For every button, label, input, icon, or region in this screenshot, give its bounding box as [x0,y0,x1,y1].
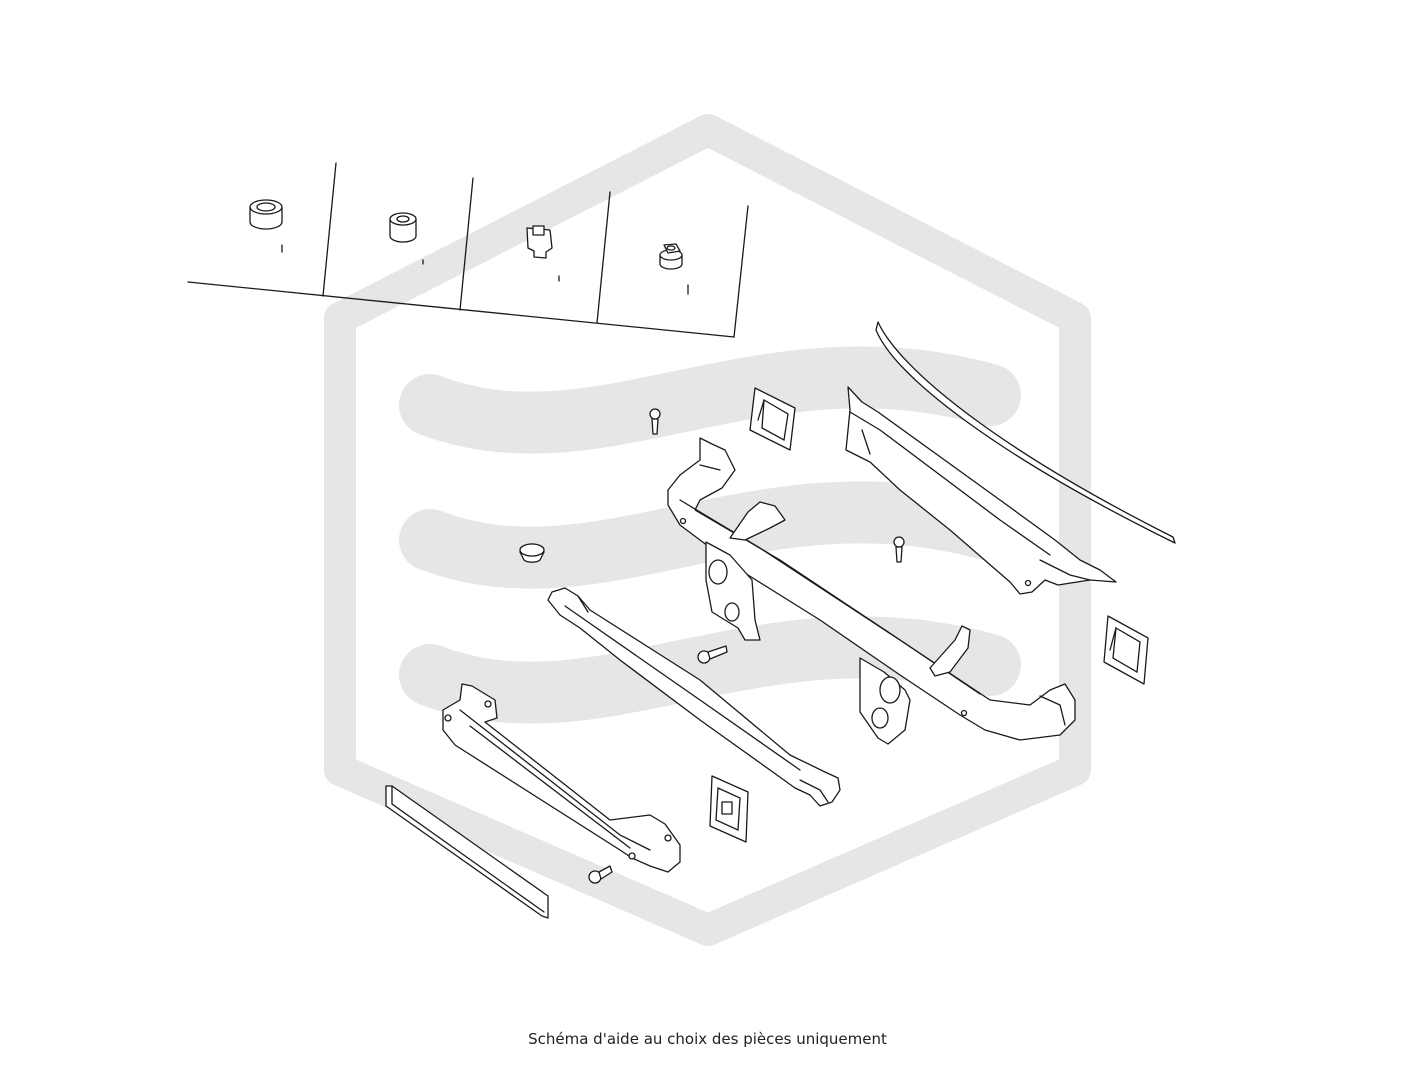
lower-cross-member[interactable] [442,683,681,873]
upper-radiator-support-bar[interactable] [667,437,1076,745]
bracket-left[interactable] [749,387,796,451]
center-cross-member[interactable] [547,587,841,807]
cowl-seal[interactable] [875,321,1176,544]
clip-nut-icon[interactable] [526,225,560,282]
screw[interactable] [588,865,613,884]
screw[interactable] [697,645,728,664]
screw[interactable] [893,536,905,563]
foam-seal-strip[interactable] [385,785,549,919]
bracket-front[interactable] [709,775,749,843]
bushing-icon[interactable] [389,212,424,265]
bushing-icon[interactable] [249,199,283,253]
screw[interactable] [649,408,661,435]
parts-header-table [187,162,749,338]
plug[interactable] [519,543,545,563]
cowl-top-panel[interactable] [845,386,1117,595]
flange-nut-icon[interactable] [659,243,689,295]
diagram-caption: Schéma d'aide au choix des pièces unique… [528,1030,887,1048]
bracket-right[interactable] [1103,615,1149,685]
